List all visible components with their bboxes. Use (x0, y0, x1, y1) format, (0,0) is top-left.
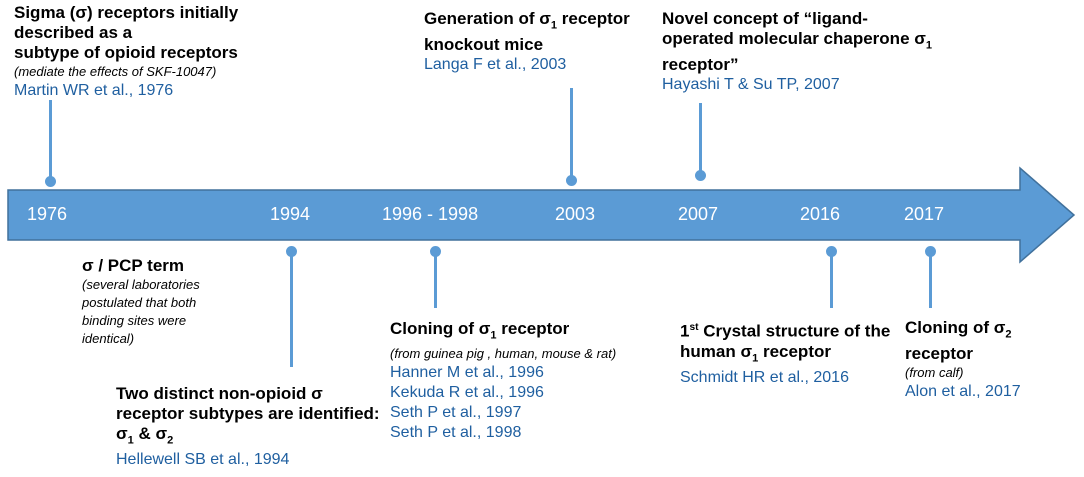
event-1976-title-line1: Sigma (σ) receptors initially described … (14, 3, 239, 42)
event-1994-pcp: σ / PCP term (several laboratories postu… (82, 256, 252, 348)
event-2003-title-line1: Generation of σ1 receptor (424, 9, 630, 32)
event-2016: 1st Crystal structure of the human σ1 re… (680, 318, 900, 388)
year-2003: 2003 (555, 204, 596, 224)
event-2016-ref: Schmidt HR et al., 2016 (680, 369, 849, 387)
year-2017: 2017 (904, 204, 945, 224)
event-2007-ref: Hayashi T & Su TP, 2007 (662, 76, 840, 94)
event-1996-note: (from guinea pig , human, mouse & rat) (390, 346, 617, 362)
event-1994-pcp-note-line4: identical) (82, 331, 135, 346)
event-2016-title-line1: 1st Crystal structure of the (680, 321, 891, 341)
connector-2007-stem (699, 103, 702, 173)
event-2017: Cloning of σ2 receptor (from calf) Alon … (905, 318, 1083, 402)
year-2016: 2016 (800, 204, 841, 224)
event-1996: Cloning of σ1 receptor (from guinea pig … (390, 319, 670, 443)
event-2003-title-line2: knockout mice (424, 35, 544, 55)
connector-1976-dot (45, 176, 56, 187)
event-2017-note: (from calf) (905, 365, 964, 381)
event-1994-pcp-note-line2: postulated that both (82, 295, 197, 310)
event-2016-title-line2: human σ1 receptor (680, 341, 831, 365)
event-1996-ref-4: Seth P et al., 1998 (390, 424, 522, 442)
event-1994-pcp-title: σ / PCP term (82, 256, 185, 275)
connector-2003-dot (566, 175, 577, 186)
event-1976-note: (mediate the effects of SKF-10047) (14, 64, 217, 79)
connector-1996-stem (434, 254, 437, 308)
event-2017-ref: Alon et al., 2017 (905, 383, 1021, 401)
connector-2016-stem (830, 254, 833, 308)
connector-2017-dot (925, 246, 936, 257)
event-1994-title-line1: Two distinct non-opioid σ (116, 384, 323, 403)
event-1996-ref-1: Hanner M et al., 1996 (390, 364, 544, 382)
year-1996-1998: 1996 - 1998 (382, 204, 479, 224)
event-1996-ref-3: Seth P et al., 1997 (390, 404, 522, 422)
event-1996-title: Cloning of σ1 receptor (390, 319, 570, 342)
event-1994-pcp-note-line3: binding sites were (82, 313, 187, 328)
event-1994-title-line2: receptor subtypes are identified: (116, 404, 380, 423)
connector-2017-stem (929, 254, 932, 308)
connector-1994-dot (286, 246, 297, 257)
connector-1996-dot (430, 246, 441, 257)
event-1976-ref: Martin WR et al., 1976 (14, 82, 174, 99)
connector-1994-stem (290, 254, 293, 367)
event-1994-ref: Hellewell SB et al., 1994 (116, 451, 290, 469)
connector-2007-dot (695, 170, 706, 181)
event-2007-title-line1: Novel concept of “ligand- (662, 9, 868, 28)
event-1994-title-line3: σ1 & σ2 (116, 424, 174, 447)
event-1996-ref-2: Kekuda R et al., 1996 (390, 384, 544, 402)
connector-2016-dot (826, 246, 837, 257)
event-2007-title-line3: receptor” (662, 55, 739, 75)
connector-2003-stem (570, 88, 573, 178)
event-1976: Sigma (σ) receptors initially described … (14, 3, 314, 101)
event-2007-title-line2: operated molecular chaperone σ1 (662, 29, 933, 52)
connector-1976-stem (49, 100, 52, 180)
event-2003-ref: Langa F et al., 2003 (424, 56, 567, 74)
event-2017-title: Cloning of σ2 receptor (905, 318, 1012, 364)
event-1994-subtypes: Two distinct non-opioid σ receptor subty… (116, 384, 416, 470)
year-1976: 1976 (27, 204, 68, 224)
event-2007: Novel concept of “ligand- operated molec… (662, 9, 952, 95)
event-2003: Generation of σ1 receptor knockout mice … (424, 9, 654, 75)
year-1994: 1994 (270, 204, 311, 224)
year-2007: 2007 (678, 204, 719, 224)
event-1994-pcp-note-line1: (several laboratories (82, 277, 200, 292)
event-1976-title-line2: subtype of opioid receptors (14, 43, 238, 62)
